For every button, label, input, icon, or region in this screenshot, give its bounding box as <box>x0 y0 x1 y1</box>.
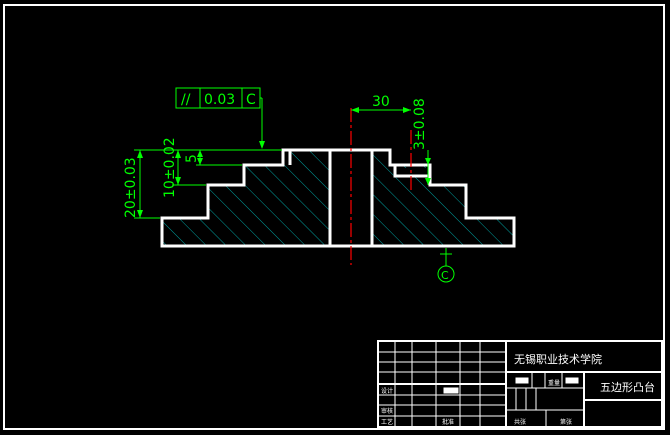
title-block-part-name: 五边形凸台 <box>600 380 655 394</box>
gdt-datum-ref: C <box>246 92 256 108</box>
dim-5-text: 5 <box>184 154 200 163</box>
dim-3-text: 3±0.08 <box>412 98 428 150</box>
dim-30-text: 30 <box>372 94 390 110</box>
datum-label: C <box>441 269 449 282</box>
part-section-right <box>372 150 514 246</box>
title-block <box>377 340 663 428</box>
dim-20-text: 20±0.03 <box>123 157 139 218</box>
title-block-approve: 批准 <box>442 418 454 426</box>
part-outline <box>160 148 516 248</box>
title-block-weight: 重量 <box>548 379 560 387</box>
title-block-review: 审核 <box>381 407 393 415</box>
drawing-border <box>3 4 665 430</box>
part-section-left <box>162 150 330 246</box>
title-block-process: 工艺 <box>381 418 393 426</box>
gdt-parallel-symbol: // <box>181 92 191 108</box>
gdt-tolerance-value: 0.03 <box>204 92 235 108</box>
title-block-sheet: 共张 <box>514 418 526 426</box>
dim-10-text: 10±0.02 <box>162 137 178 198</box>
title-block-design: 设计 <box>381 387 393 395</box>
title-block-school: 无锡职业技术学院 <box>514 352 602 366</box>
centerlines <box>350 108 412 265</box>
dimension-arrows <box>137 107 431 218</box>
title-block-sheet2: 第张 <box>560 418 572 426</box>
gdt-frame: // 0.03 C <box>175 87 261 109</box>
